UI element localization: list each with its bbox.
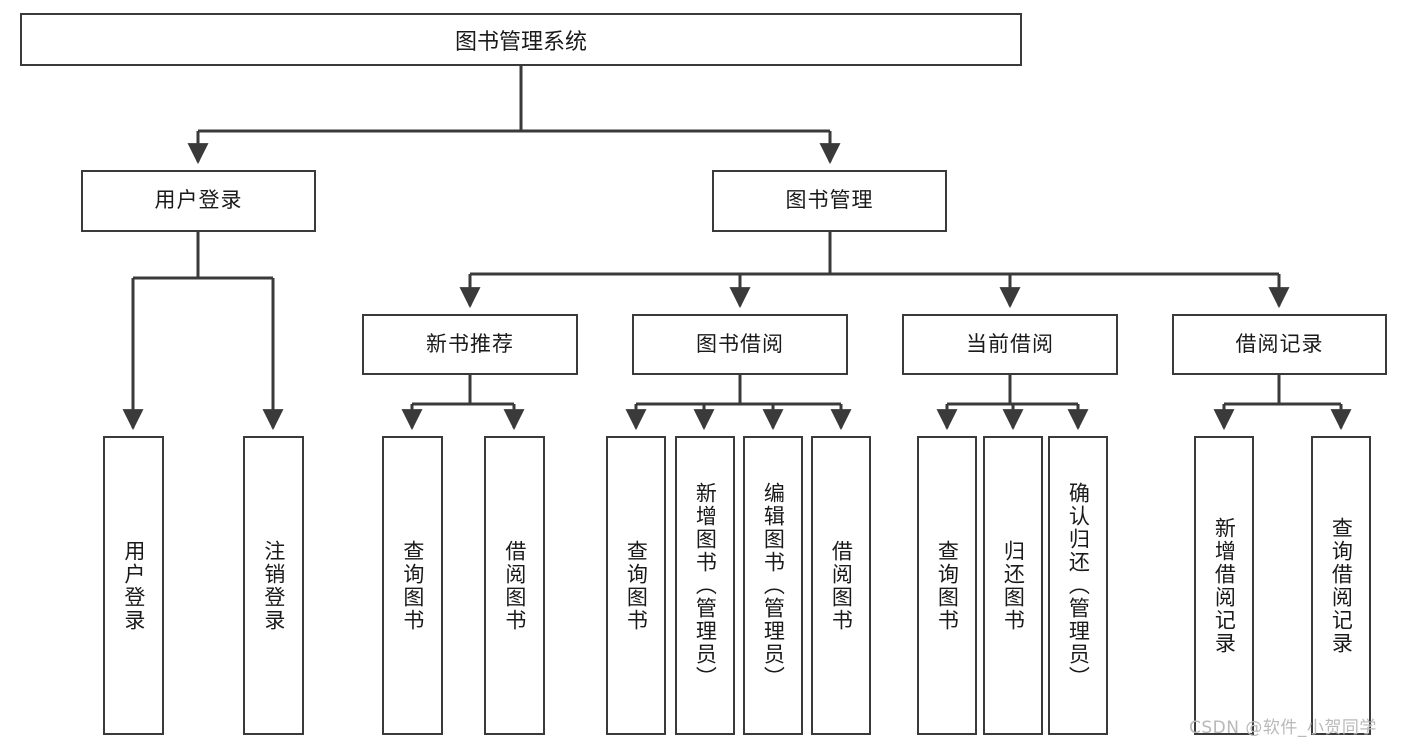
node-label: 注销登录 — [261, 539, 286, 632]
leaf-recommend-query-book[interactable]: 查询图书 — [382, 436, 443, 735]
node-current-borrow[interactable]: 当前借阅 — [902, 314, 1118, 375]
leaf-recommend-borrow-book[interactable]: 借阅图书 — [484, 436, 545, 735]
node-root-system[interactable]: 图书管理系统 — [20, 13, 1022, 66]
leaf-user-login-logout[interactable]: 注销登录 — [243, 436, 304, 735]
leaf-borrow-edit-book-admin[interactable]: 编辑图书（管理员） — [743, 436, 803, 735]
node-label: 借阅图书 — [502, 539, 527, 632]
node-label: 查询图书 — [935, 539, 960, 632]
node-user-login[interactable]: 用户登录 — [81, 170, 316, 232]
leaf-borrow-borrow-book[interactable]: 借阅图书 — [811, 436, 871, 735]
node-label: 查询借阅记录 — [1329, 516, 1354, 655]
node-new-book-recommend[interactable]: 新书推荐 — [362, 314, 578, 375]
node-label: 确认归还（管理员） — [1066, 482, 1091, 689]
leaf-record-query-record[interactable]: 查询借阅记录 — [1311, 436, 1371, 735]
leaf-borrow-query-book[interactable]: 查询图书 — [606, 436, 666, 735]
node-label: 图书管理 — [785, 188, 874, 213]
node-borrow-record[interactable]: 借阅记录 — [1172, 314, 1387, 375]
leaf-current-confirm-return-admin[interactable]: 确认归还（管理员） — [1048, 436, 1108, 735]
node-label: 用户登录 — [154, 188, 243, 213]
node-label: 用户登录 — [121, 539, 146, 632]
node-label: 新书推荐 — [426, 331, 514, 356]
leaf-record-add-record[interactable]: 新增借阅记录 — [1194, 436, 1254, 735]
leaf-current-return-book[interactable]: 归还图书 — [983, 436, 1043, 735]
node-label: 查询图书 — [624, 539, 649, 632]
node-book-borrow[interactable]: 图书借阅 — [632, 314, 848, 375]
node-label: 新增借阅记录 — [1212, 516, 1237, 655]
node-book-management[interactable]: 图书管理 — [712, 170, 947, 232]
leaf-user-login-login[interactable]: 用户登录 — [103, 436, 164, 735]
node-label: 借阅记录 — [1235, 331, 1324, 356]
leaf-current-query-book[interactable]: 查询图书 — [917, 436, 977, 735]
leaf-borrow-add-book-admin[interactable]: 新增图书（管理员） — [675, 436, 735, 735]
node-label: 查询图书 — [400, 539, 425, 632]
node-label: 借阅图书 — [829, 539, 854, 632]
node-label: 图书管理系统 — [454, 29, 587, 55]
node-label: 当前借阅 — [966, 331, 1054, 356]
node-label: 图书借阅 — [696, 331, 784, 356]
node-label: 新增图书（管理员） — [693, 482, 718, 689]
node-label: 归还图书 — [1001, 539, 1026, 632]
watermark: CSDN @软件_小贺同学 — [1189, 718, 1377, 738]
node-label: 编辑图书（管理员） — [761, 482, 786, 689]
